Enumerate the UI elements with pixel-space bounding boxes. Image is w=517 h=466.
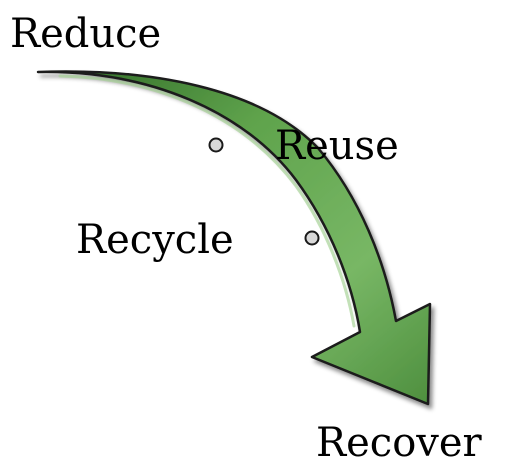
reuse-marker	[208, 137, 224, 153]
label-recover: Recover	[316, 420, 482, 466]
flow-arrow	[36, 70, 432, 406]
label-reduce: Reduce	[10, 11, 162, 57]
label-reuse: Reuse	[275, 123, 399, 169]
label-recycle: Recycle	[76, 217, 234, 263]
recycle-marker	[304, 230, 320, 246]
arrow-highlight	[58, 74, 356, 328]
